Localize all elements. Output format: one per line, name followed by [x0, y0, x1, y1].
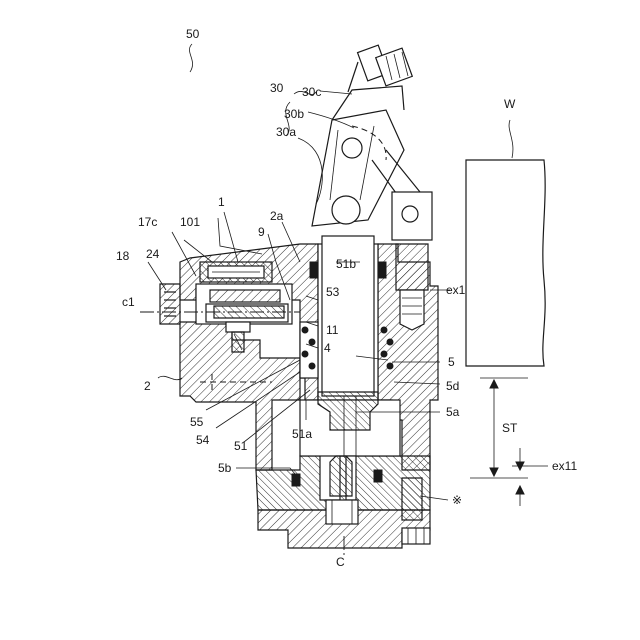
label-50: 50: [186, 27, 200, 41]
label-2a: 2a: [270, 209, 284, 223]
label-55: 55: [190, 415, 204, 429]
label-st: ST: [502, 421, 518, 435]
label-11: 11: [326, 323, 339, 337]
label-30: 30: [270, 81, 284, 95]
label-ex11: ex11: [552, 459, 577, 473]
label-4: 4: [324, 341, 331, 355]
label-5: 5: [448, 355, 455, 369]
label-c: C: [336, 555, 345, 569]
label-17c: 17c: [138, 215, 157, 229]
label-5b: 5b: [218, 461, 232, 475]
label-51b: 51b: [336, 257, 356, 271]
label-30c: 30c: [302, 85, 321, 99]
label-9: 9: [258, 225, 265, 239]
label-30a: 30a: [276, 125, 296, 139]
label-54: 54: [196, 433, 210, 447]
label-w: W: [504, 97, 516, 111]
label-ex1: ex1: [446, 283, 466, 297]
label-star: ※: [452, 493, 462, 507]
label-53: 53: [326, 285, 340, 299]
workpiece: [466, 160, 545, 366]
connector: [160, 284, 180, 324]
label-18: 18: [116, 249, 130, 263]
label-24: 24: [146, 247, 160, 261]
stroke-dimension: [470, 378, 528, 506]
label-c1: c1: [122, 295, 135, 309]
label-51: 51: [234, 439, 248, 453]
label-1: 1: [218, 195, 225, 209]
label-51a: 51a: [292, 427, 312, 441]
label-101: 101: [180, 215, 200, 229]
label-30b: 30b: [284, 107, 304, 121]
label-5d: 5d: [446, 379, 459, 393]
label-2: 2: [144, 379, 151, 393]
label-5a: 5a: [446, 405, 460, 419]
